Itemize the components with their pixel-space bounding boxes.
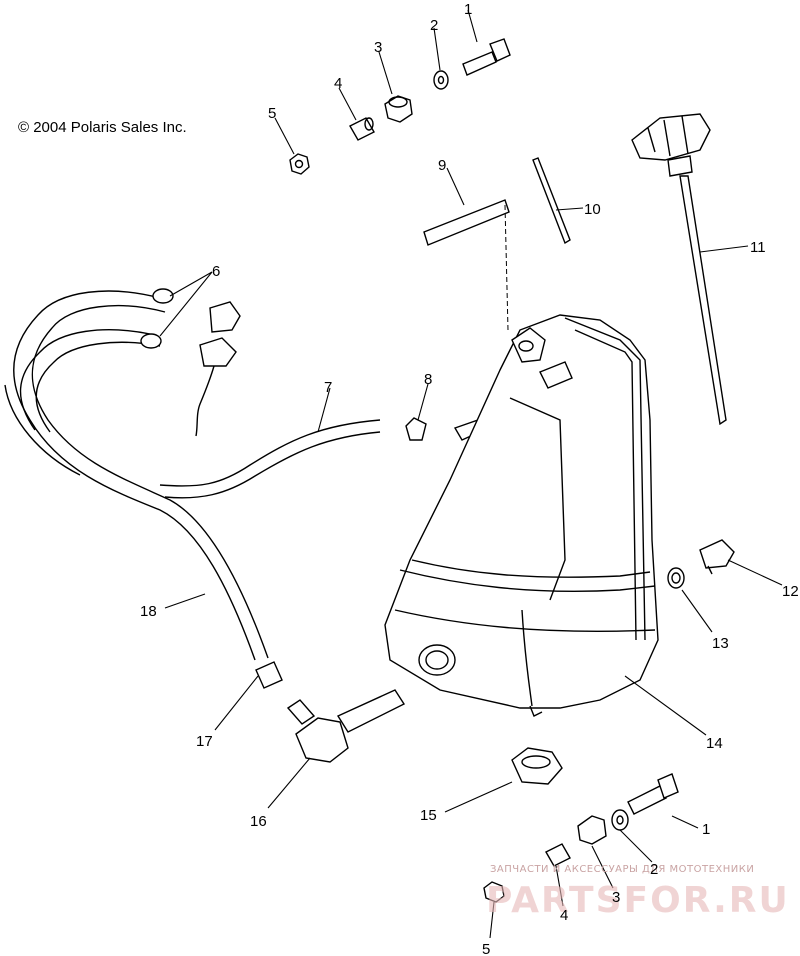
callout-4-top: 4 bbox=[334, 75, 342, 92]
oil-tank bbox=[384, 314, 659, 717]
callout-1-top: 1 bbox=[464, 1, 472, 18]
callout-6: 6 bbox=[212, 263, 220, 280]
elbow-fitting bbox=[286, 689, 406, 763]
callout-2-bottom: 2 bbox=[650, 861, 658, 878]
dipstick-rod bbox=[679, 175, 727, 426]
watermark-tagline: ЗАПЧАСТИ И АКСЕССУАРЫ ДЛЯ МОТОТЕХНИКИ bbox=[490, 864, 754, 875]
callout-14: 14 bbox=[706, 735, 723, 752]
vent-hose bbox=[159, 419, 381, 499]
callout-1-bottom: 1 bbox=[702, 821, 710, 838]
nut-bottom bbox=[483, 881, 505, 903]
drain-fitting bbox=[699, 539, 735, 575]
callout-3-bottom: 3 bbox=[612, 889, 620, 906]
washer-top bbox=[433, 70, 449, 90]
grommet-bottom bbox=[577, 815, 607, 845]
breather-tube bbox=[423, 199, 510, 246]
copyright-text: © 2004 Polaris Sales Inc. bbox=[18, 119, 187, 136]
washer-bottom bbox=[611, 809, 629, 831]
callout-13: 13 bbox=[712, 635, 729, 652]
fittings-left bbox=[195, 301, 241, 437]
callout-15: 15 bbox=[420, 807, 437, 824]
clamp-8 bbox=[405, 417, 427, 441]
callout-8: 8 bbox=[424, 371, 432, 388]
callout-5-top: 5 bbox=[268, 105, 276, 122]
nut-top bbox=[289, 153, 310, 175]
bolt-top bbox=[462, 38, 511, 76]
breather-rod bbox=[532, 157, 571, 245]
grommet-top bbox=[384, 95, 413, 123]
dipstick-cap bbox=[631, 113, 711, 177]
callout-4-bottom: 4 bbox=[560, 907, 568, 924]
callout-3-top: 3 bbox=[374, 39, 382, 56]
spacer-top bbox=[349, 117, 375, 141]
callout-12: 12 bbox=[782, 583, 799, 600]
hose-connector bbox=[255, 661, 283, 689]
callout-18: 18 bbox=[140, 603, 157, 620]
callout-17: 17 bbox=[196, 733, 213, 750]
callout-5-bottom: 5 bbox=[482, 941, 490, 956]
tank-grommet bbox=[511, 747, 563, 785]
hose-bundle bbox=[4, 290, 269, 661]
watermark-brand: PARTSFOR.RU bbox=[486, 880, 790, 921]
callout-2-top: 2 bbox=[430, 17, 438, 34]
callout-10: 10 bbox=[584, 201, 601, 218]
bolt-bottom bbox=[627, 773, 679, 815]
sealing-washer bbox=[667, 567, 685, 589]
callout-9: 9 bbox=[438, 157, 446, 174]
callout-7: 7 bbox=[324, 379, 332, 396]
callout-16: 16 bbox=[250, 813, 267, 830]
callout-11: 11 bbox=[750, 239, 766, 256]
hose-clamps bbox=[140, 288, 174, 349]
spacer-bottom bbox=[545, 843, 571, 867]
